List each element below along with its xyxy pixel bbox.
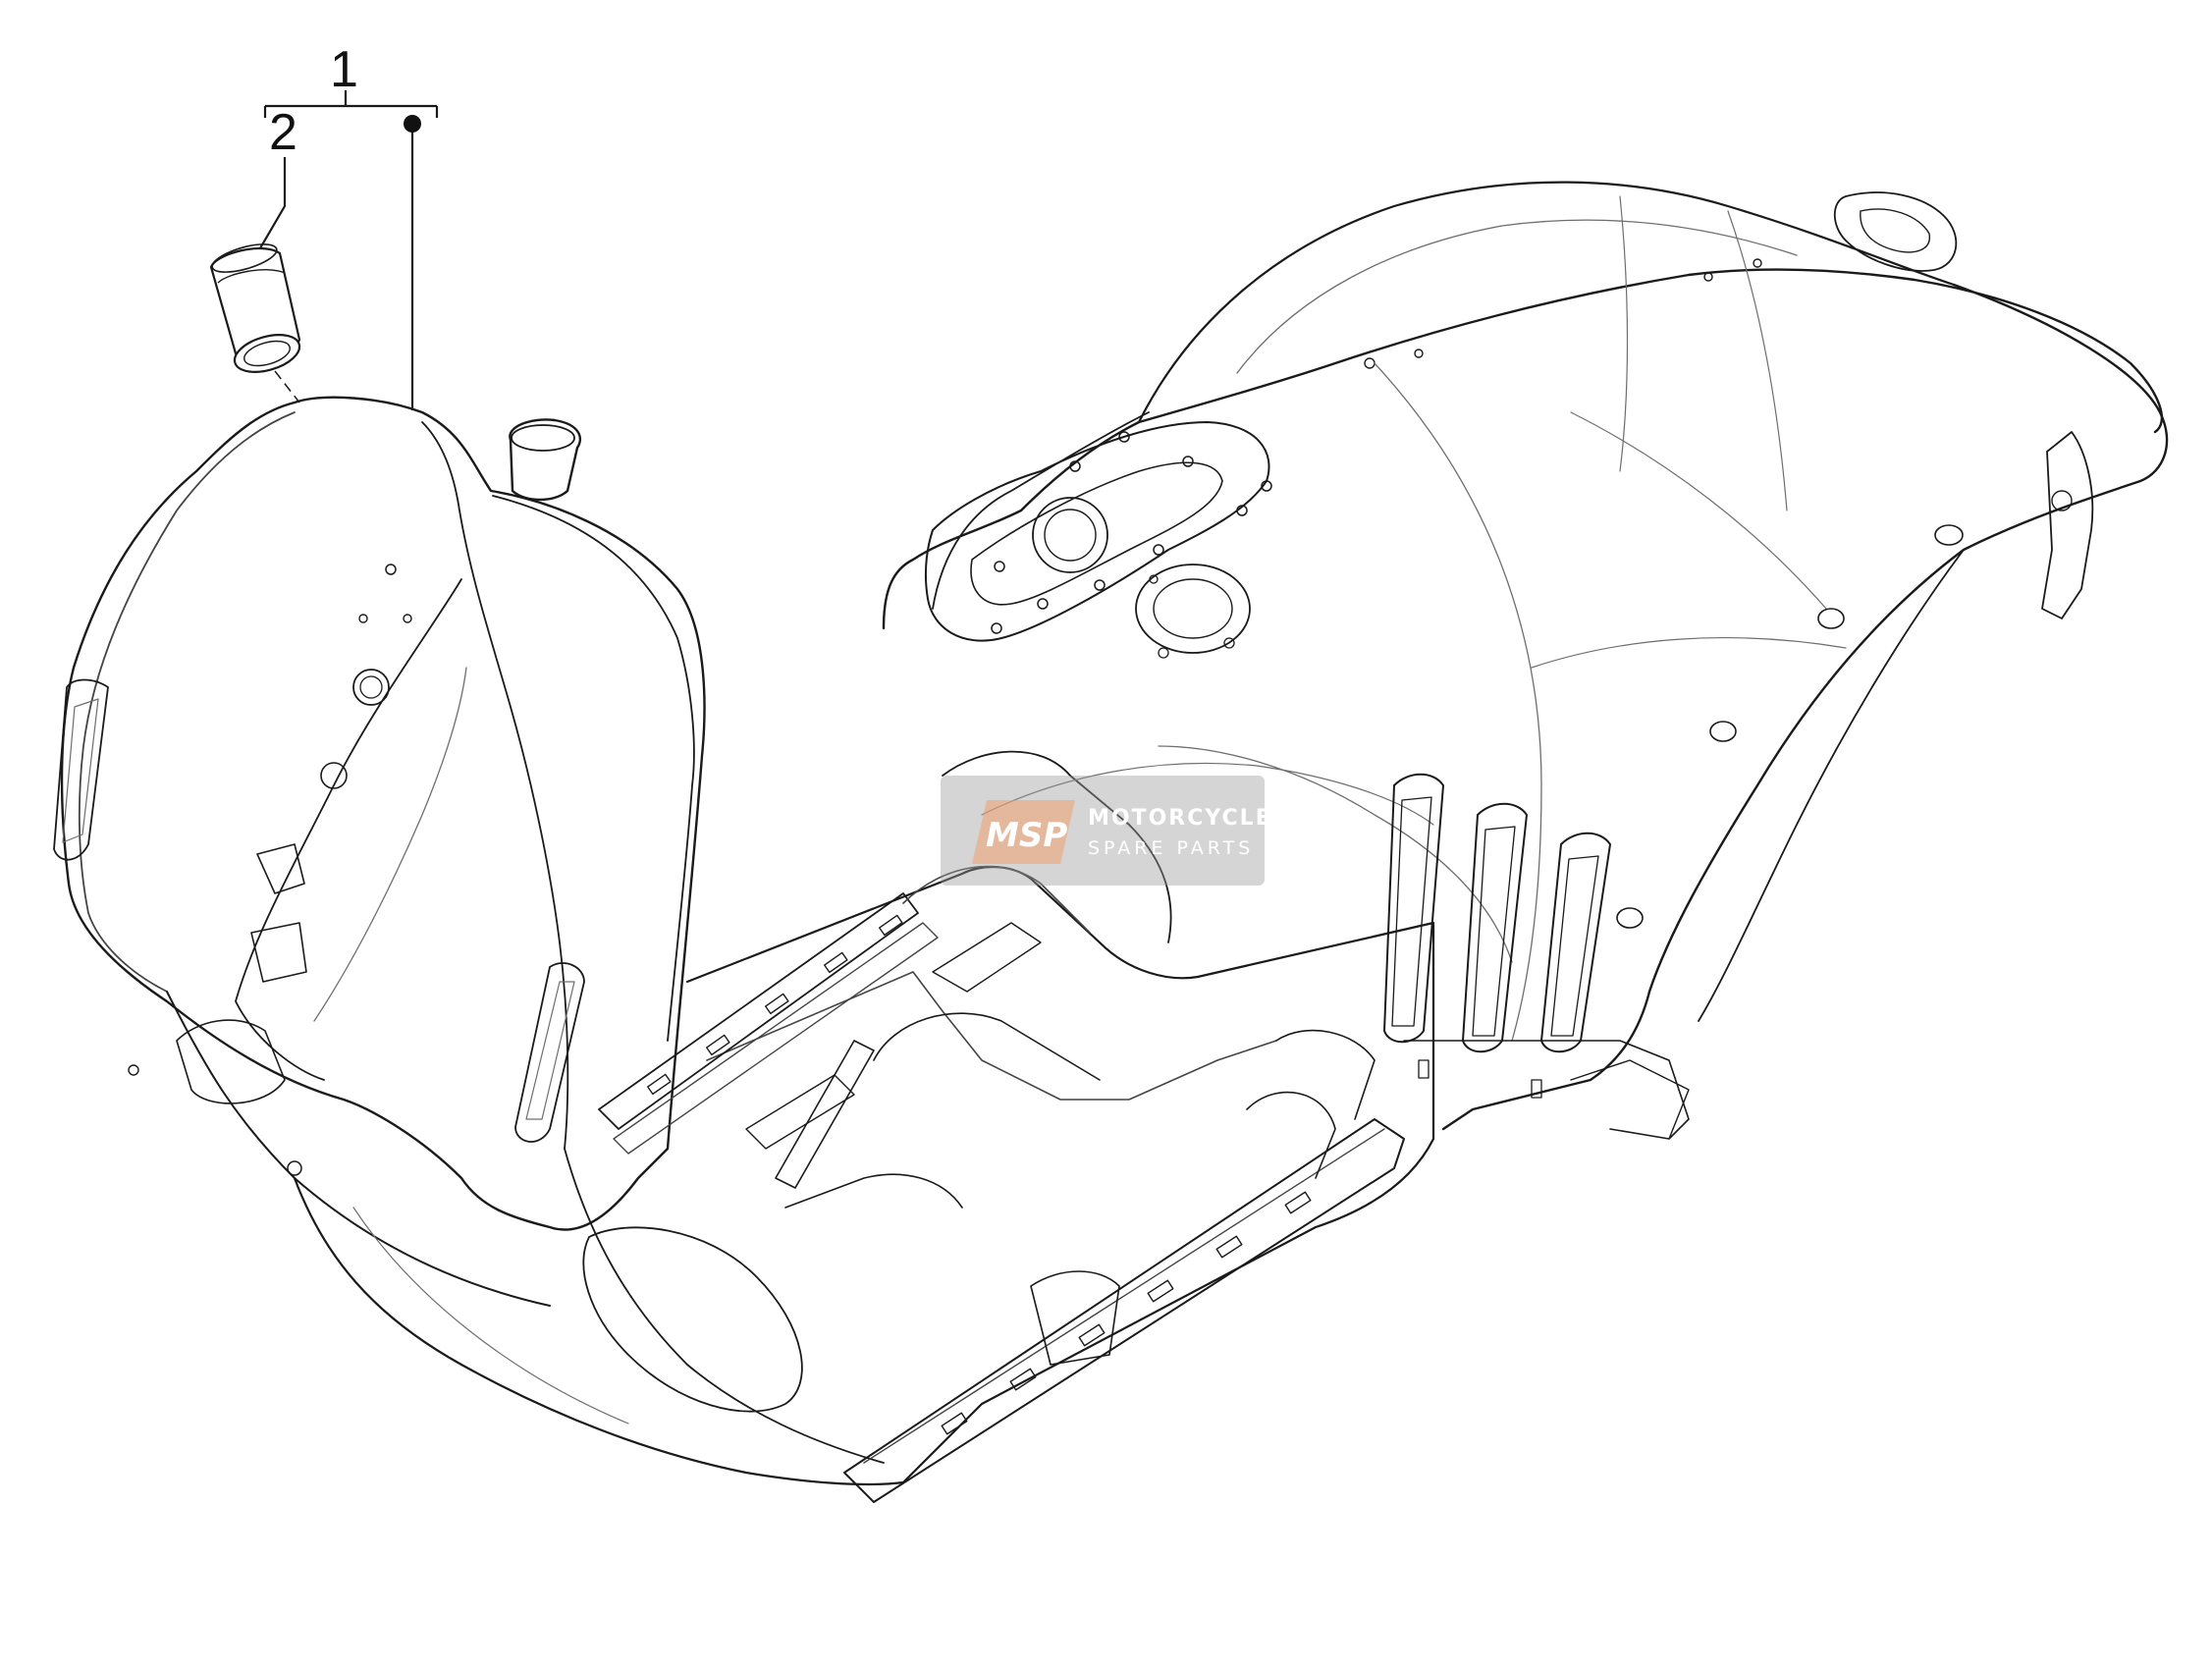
callout-label-2: 2 — [269, 104, 297, 161]
side-vents — [1383, 773, 1611, 1053]
callout-dot — [404, 115, 421, 133]
part-2-grommet — [209, 243, 301, 373]
watermark-line-2: SPARE PARTS — [1088, 837, 1254, 859]
watermark-logo: MSP — [972, 800, 1075, 864]
callout-group — [256, 90, 439, 410]
watermark-line-1: MOTORCYCLE — [1088, 806, 1272, 831]
frame-top-outline — [882, 268, 2164, 630]
watermark: MSP MOTORCYCLE SPARE PARTS — [941, 776, 1272, 886]
leader-line-2 — [256, 157, 287, 254]
rear-body-side — [1441, 283, 2169, 1131]
legshield-outline — [60, 396, 706, 1231]
svg-text:MSP: MSP — [986, 816, 1067, 855]
part-1-body-frame — [53, 181, 2169, 1503]
dashed-axis — [274, 370, 300, 403]
callout-label-1: 1 — [330, 41, 358, 98]
